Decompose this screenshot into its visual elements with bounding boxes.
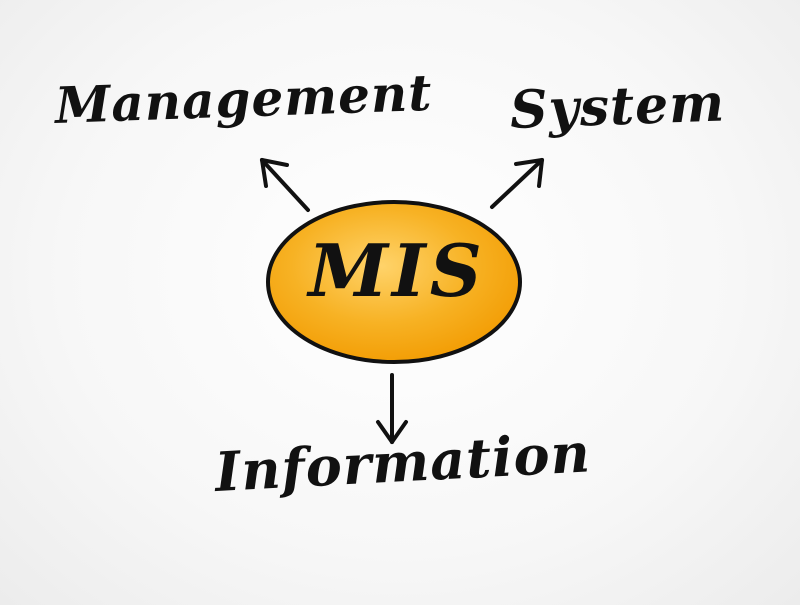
arrow-information bbox=[376, 373, 408, 444]
center-label: MIS bbox=[308, 227, 486, 313]
center-oval bbox=[266, 200, 522, 364]
arrow-system bbox=[490, 158, 544, 209]
branch-label-system: System bbox=[508, 72, 727, 141]
arrow-management bbox=[260, 158, 310, 212]
